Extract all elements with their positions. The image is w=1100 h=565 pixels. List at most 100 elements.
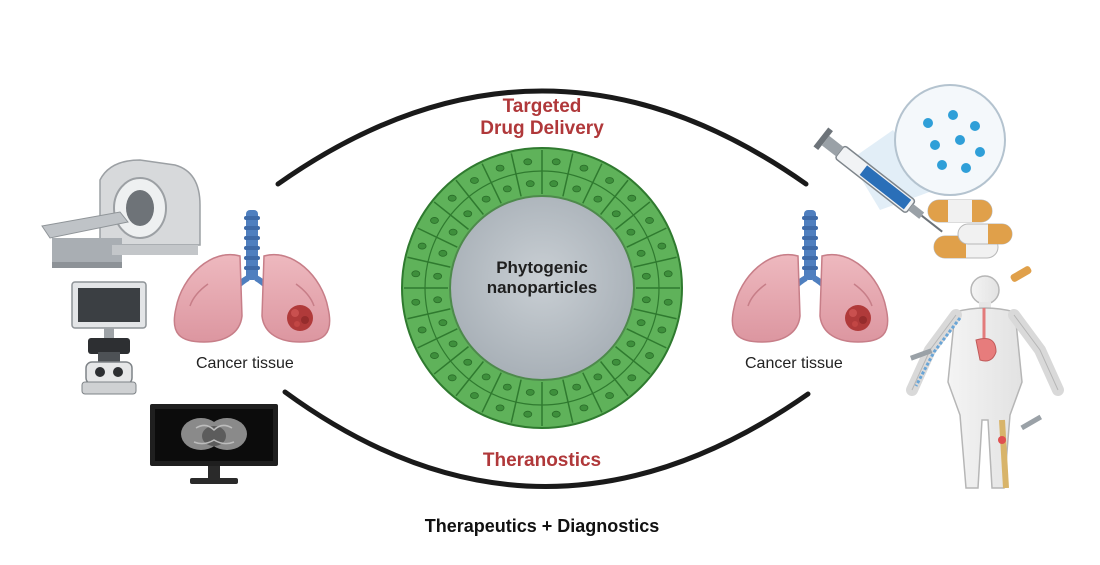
cell-wall (582, 372, 603, 413)
targeted-drug-delivery-title: Targeted Drug Delivery (462, 96, 622, 140)
center-line-1: Phytogenic (496, 258, 588, 277)
cell-nucleus (641, 296, 651, 304)
bottom-caption: Therapeutics + Diagnostics (424, 516, 660, 536)
cell-nucleus (579, 164, 589, 172)
cell-nucleus (463, 358, 473, 366)
title-line-2: Drug Delivery (480, 118, 604, 139)
left-tumor-icon (287, 305, 313, 331)
human-body-icon (906, 266, 1064, 489)
cell-nucleus (605, 392, 614, 399)
cell-nucleus (523, 410, 533, 418)
plant-cell-ring (404, 150, 680, 426)
cell-nucleus (626, 228, 636, 236)
cell-wall (481, 372, 502, 413)
cell-wall (407, 308, 451, 320)
cell-nucleus (433, 272, 443, 280)
theranostics-title: Theranostics (482, 450, 602, 471)
cell-nucleus (525, 388, 535, 396)
mri-scanner-icon (41, 159, 201, 268)
cell-nucleus (627, 194, 637, 202)
nanoparticle-label: Phytogenic nanoparticles (470, 258, 614, 298)
cell-nucleus (657, 326, 667, 334)
cell-nucleus (417, 242, 427, 250)
cell-wall (417, 328, 458, 349)
cell-nucleus (433, 296, 443, 304)
cell-wall (582, 163, 603, 204)
capsule-icon (927, 199, 993, 223)
cell-nucleus (411, 270, 421, 278)
cell-wall (615, 346, 651, 375)
cell-nucleus (645, 217, 654, 224)
cell-wall (562, 379, 574, 423)
cell-nucleus (495, 404, 505, 412)
cell-nucleus (636, 319, 646, 327)
cell-nucleus (481, 373, 491, 381)
right-lungs-icon (731, 210, 889, 343)
cell-wall (626, 227, 667, 248)
cell-nucleus (447, 194, 457, 202)
magnified-nanoparticles-icon (894, 84, 1006, 196)
cell-nucleus (417, 326, 427, 334)
cell-ring-divider (424, 170, 660, 406)
title-line-1: Targeted (502, 96, 582, 117)
cell-nucleus (502, 185, 512, 193)
cell-nucleus (430, 217, 439, 224)
cell-nucleus (551, 158, 561, 166)
cell-wall (615, 201, 651, 230)
cell-nucleus (502, 383, 512, 391)
left-cancer-tissue-label: Cancer tissue (196, 355, 294, 372)
cell-nucleus (463, 210, 473, 218)
cell-nucleus (641, 272, 651, 280)
brain-scan-monitor-icon (150, 404, 278, 484)
top-arc (275, 88, 809, 187)
cell-nucleus (430, 352, 439, 359)
cell-nucleus (627, 374, 637, 382)
cell-nucleus (549, 388, 559, 396)
cell-wall (633, 256, 677, 268)
cell-wall (481, 163, 502, 204)
cell-nucleus (448, 340, 458, 348)
cell-wall (455, 179, 484, 215)
cell-nucleus (523, 158, 533, 166)
left-lungs-icon (173, 210, 331, 343)
cell-nucleus (411, 298, 421, 306)
cell-wall (562, 153, 574, 197)
bottom-arc (282, 389, 811, 489)
cell-nucleus (663, 298, 673, 306)
cell-nucleus (495, 164, 505, 172)
cell-nucleus (657, 242, 667, 250)
cell-wall (510, 379, 522, 423)
microscope-icon (71, 281, 147, 395)
cell-nucleus (626, 340, 636, 348)
cell-nucleus (481, 195, 491, 203)
cell-nucleus (611, 210, 621, 218)
cell-wall (433, 346, 469, 375)
cell-nucleus (572, 185, 582, 193)
cell-nucleus (605, 177, 614, 184)
cell-nucleus (447, 374, 457, 382)
capsule-icon (957, 223, 1013, 245)
cell-wall (626, 328, 667, 349)
cell-wall (407, 256, 451, 268)
cell-nucleus (572, 383, 582, 391)
cell-nucleus (636, 249, 646, 257)
cell-nucleus (593, 373, 603, 381)
cell-wall (417, 227, 458, 248)
syringe-icon (813, 127, 943, 233)
cell-nucleus (549, 180, 559, 188)
cell-wall (633, 308, 677, 320)
cell-nucleus (611, 358, 621, 366)
cell-nucleus (645, 352, 654, 359)
cell-nucleus (525, 180, 535, 188)
cell-nucleus (470, 392, 479, 399)
right-cancer-tissue-label: Cancer tissue (745, 355, 843, 372)
cell-nucleus (579, 404, 589, 412)
cell-nucleus (438, 319, 448, 327)
cell-nucleus (551, 410, 561, 418)
cell-wall (455, 361, 484, 397)
cell-wall (600, 361, 629, 397)
right-tumor-icon (845, 305, 871, 331)
cell-wall (433, 201, 469, 230)
cell-nucleus (663, 270, 673, 278)
